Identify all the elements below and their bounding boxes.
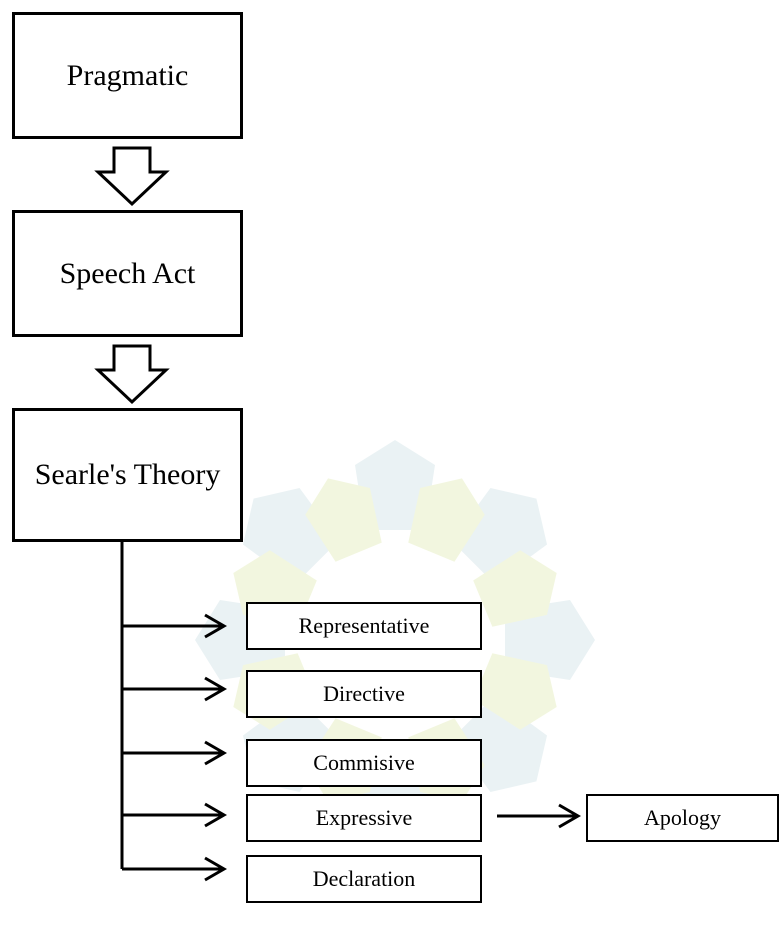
expressive-label: Expressive [315,805,413,830]
pragmatic-box: Pragmatic [12,12,243,139]
apology-label: Apology [644,805,721,830]
directive-label: Directive [323,681,405,706]
searles-theory-label: Searle's Theory [34,458,221,491]
directive-box: Directive [246,670,482,718]
speech-act-box: Speech Act [12,210,243,337]
commisive-label: Commisive [313,750,415,775]
commisive-box: Commisive [246,739,482,787]
pragmatic-label: Pragmatic [66,58,189,92]
expressive-box: Expressive [246,794,482,842]
speech-act-label: Speech Act [59,256,196,290]
searles-theory-box: Searle's Theory [12,408,243,542]
declaration-label: Declaration [312,866,416,891]
representative-label: Representative [298,613,430,638]
representative-box: Representative [246,602,482,650]
declaration-box: Declaration [246,855,482,903]
apology-box: Apology [586,794,779,842]
